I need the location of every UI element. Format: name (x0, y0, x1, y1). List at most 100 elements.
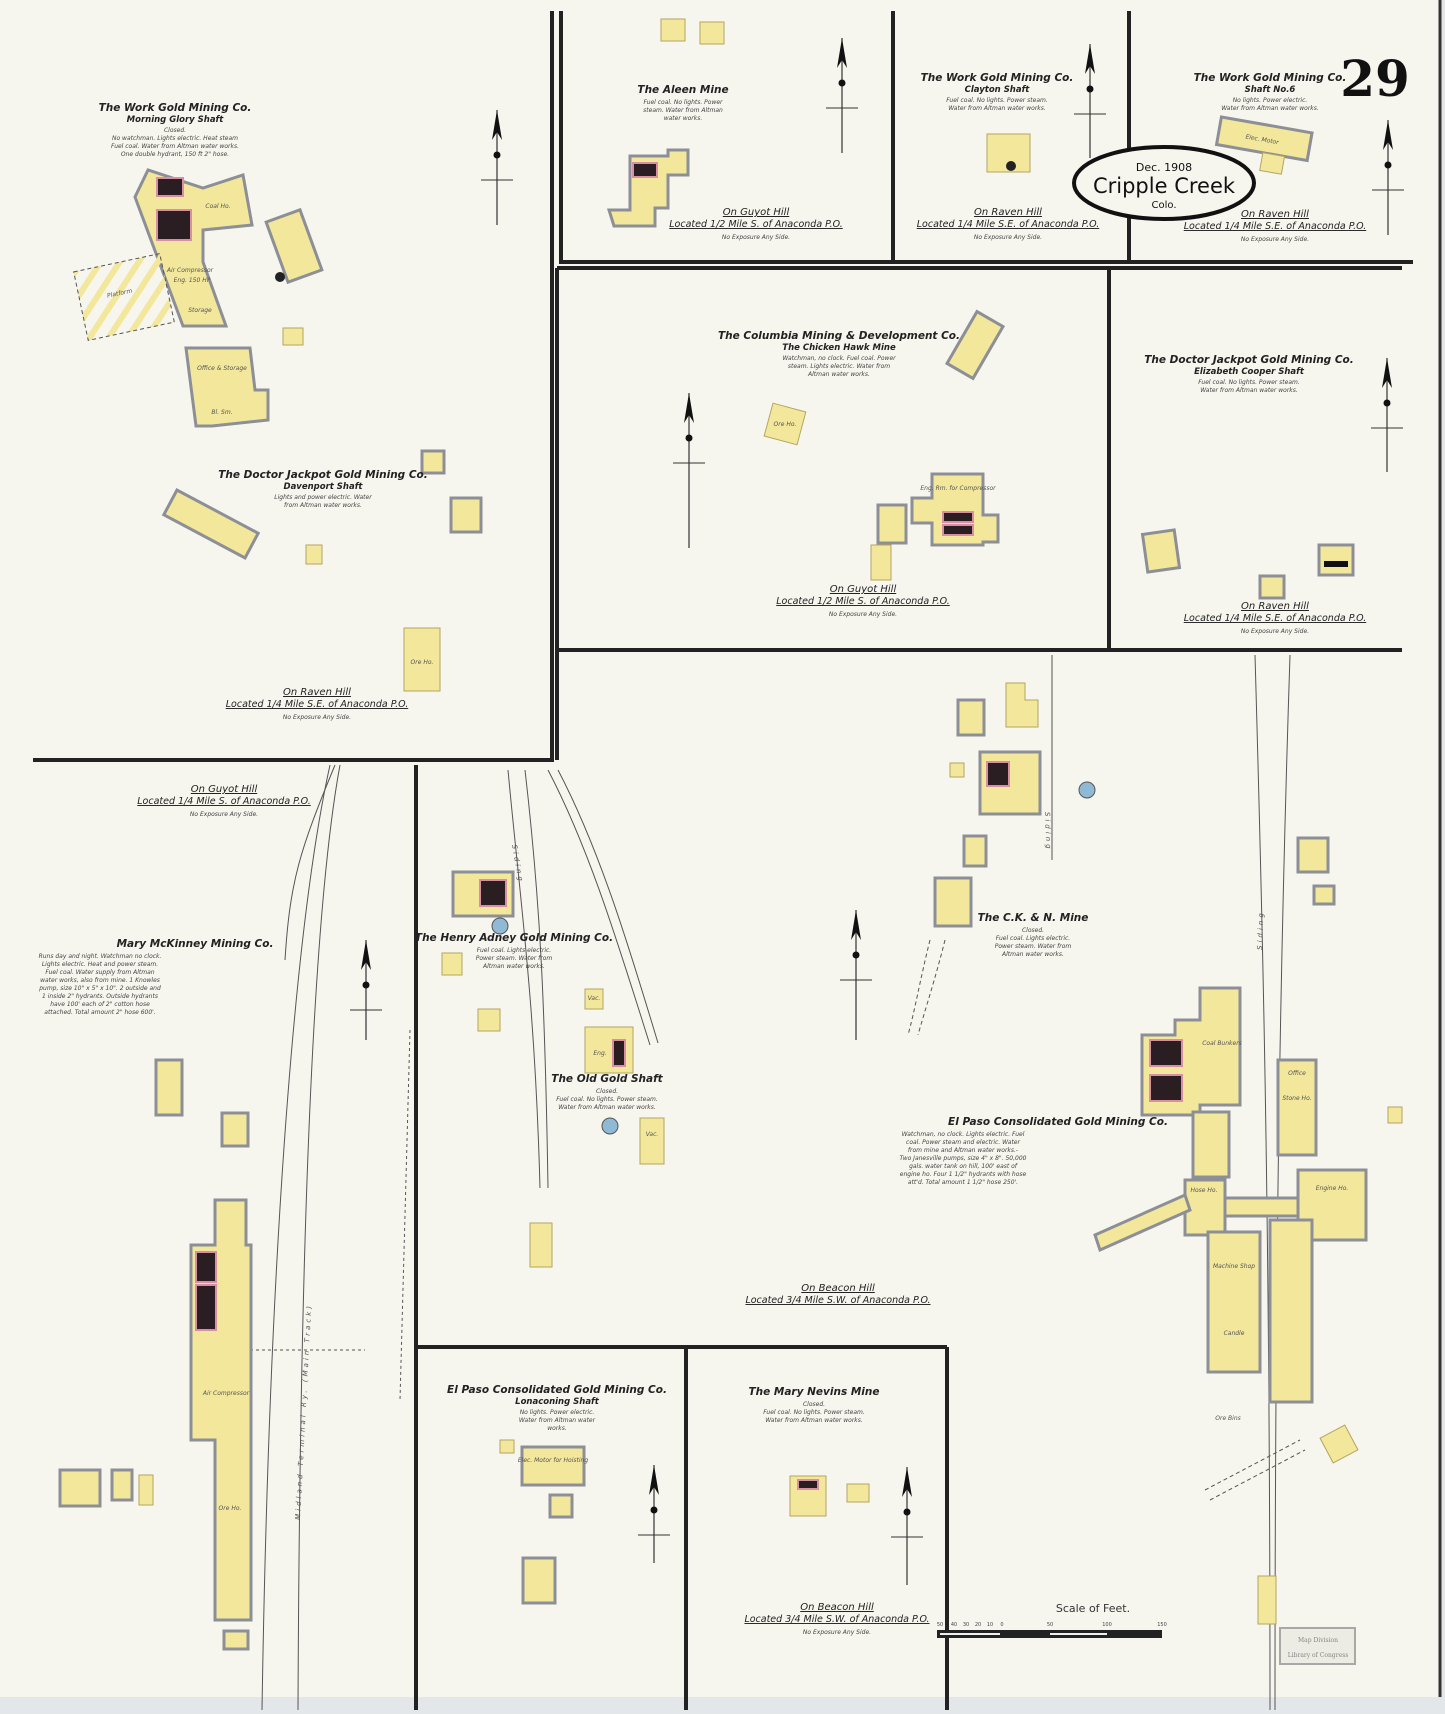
building-elec-motor (1214, 115, 1314, 163)
mine-note-line: Fuel coal. Lights electric. (996, 935, 1071, 942)
boiler (195, 1284, 217, 1331)
mine-status: Closed. (596, 1088, 618, 1095)
scale-tick-label: 50 (937, 1622, 943, 1628)
hill-name: On Raven Hill (283, 687, 351, 698)
stamp-line2: Library of Congress (1288, 1652, 1349, 1659)
label-ore-ho: Ore Ho. (411, 659, 434, 666)
buildings: Coal Ho. Air Compressor Eng. 150 HP Stor… (58, 18, 1403, 1651)
mine-note-line: steam. Lights electric. Water from (788, 363, 890, 370)
sheet-number: 29 (1340, 49, 1410, 108)
building-ore-ho-b (944, 309, 1006, 381)
mine-label-block: Mary McKinney Mining Co. Runs day and nig… (38, 784, 311, 1016)
label-eng: Eng. 150 HP (174, 277, 211, 284)
scale-title: Scale of Feet. (1056, 1602, 1130, 1615)
building-small (305, 544, 323, 565)
mine-note-line: steam. Water from Altman (643, 107, 723, 114)
mine-note-line: Fuel coal. No lights. Power (643, 99, 723, 106)
building-ore-ho-c (477, 1008, 501, 1032)
exposure: No Exposure Any Side. (1241, 236, 1309, 243)
hydrant (1006, 161, 1016, 171)
north-arrow-icon (840, 910, 872, 1040)
building-g (110, 1468, 134, 1502)
boiler (479, 879, 507, 907)
scale-tick-label: 100 (1102, 1622, 1112, 1628)
mine-label-block: The Columbia Mining & Development Co.The… (718, 330, 960, 618)
mine-note-line: attached. Total amount 2" hose 600'. (44, 1009, 156, 1016)
hill-name: On Guyot Hill (830, 584, 897, 595)
boiler (797, 1479, 819, 1490)
north-arrow-icon (826, 38, 858, 153)
location: Located 1/4 Mile S.E. of Anaconda P.O. (917, 219, 1100, 230)
rail-label-siding: Siding (1043, 812, 1052, 852)
boiler (1324, 561, 1348, 567)
mine-label-block: The Henry Adney Gold Mining Co.Fuel coal… (415, 932, 613, 970)
shaft-name: Shaft No.6 (1245, 85, 1296, 95)
mine-note-line: Fuel coal. Water supply from Altman (45, 969, 154, 976)
label-coal-ho: Coal Ho. (205, 203, 230, 210)
exposure: No Exposure Any Side. (190, 811, 258, 818)
mine-note-line: Lights and power electric. Water (274, 494, 372, 501)
boiler (612, 1039, 626, 1067)
building-ore-ho-d (161, 488, 261, 560)
mine-note-line: have 100' each of 2" cotton hose (50, 1001, 150, 1008)
boiler (942, 524, 974, 536)
building-ore-ho-b (699, 21, 725, 45)
exposure: No Exposure Any Side. (803, 1629, 871, 1636)
building-small (499, 1439, 515, 1454)
boiler (632, 162, 658, 178)
water-tank (601, 1117, 619, 1135)
scale-tick-label: 150 (1157, 1622, 1167, 1628)
location: Located 1/4 Mile S.E. of Anaconda P.O. (1184, 613, 1367, 624)
building-ore-ho (1140, 528, 1182, 574)
mine-note-line: Watchman, no clock. Lights electric. Fue… (902, 1131, 1025, 1138)
shaft-name: Davenport Shaft (284, 482, 364, 492)
mine-status: Closed. (164, 127, 186, 134)
building-bl-sm (1191, 1110, 1231, 1179)
panel-borders (33, 11, 1413, 1710)
mine-note-line: from Altman water works. (284, 502, 362, 509)
location: Located 1/4 Mile S.E. of Anaconda P.O. (226, 699, 409, 710)
north-arrow-icon (891, 1467, 923, 1585)
label-ore-ho: Ore Ho. (219, 1505, 242, 1512)
mine-note-line: Fuel coal. No lights. Power steam. (556, 1096, 658, 1103)
building-small (282, 327, 304, 346)
stamp-line1: Map Division (1298, 1637, 1338, 1644)
hill-name: On Guyot Hill (191, 784, 258, 795)
location: Located 3/4 Mile S.W. of Anaconda P.O. (745, 1295, 930, 1306)
company-name: The Doctor Jackpot Gold Mining Co. (1144, 354, 1354, 366)
label-bl-sm: Bl. Sm. (211, 409, 232, 416)
north-arrow-icon (1074, 44, 1106, 158)
building-ore-ho-g (403, 627, 441, 692)
mine-note-line: coal. Power steam and electric. Water (906, 1139, 1020, 1146)
building-small (1259, 152, 1286, 175)
mine-note-line: No lights. Power electric. (520, 1409, 595, 1416)
shaft-name: Elizabeth Cooper Shaft (1194, 367, 1305, 377)
platform (73, 253, 175, 341)
building-e (222, 1629, 250, 1651)
building-ore-ho-a (660, 18, 686, 42)
label-ore-bins: Ore Bins (1215, 1415, 1241, 1422)
building-f (449, 496, 483, 534)
north-arrow-icon (673, 393, 705, 548)
company-name: Mary McKinney Mining Co. (117, 938, 274, 950)
company-name: The Henry Adney Gold Mining Co. (415, 932, 613, 944)
hydrant (275, 272, 285, 282)
mine-note-line: Runs day and night. Watchman no clock. (39, 953, 162, 960)
building-vac-h (956, 698, 986, 737)
company-name: The Aleen Mine (637, 84, 728, 96)
mine-label-block: The Doctor Jackpot Gold Mining Co.Elizab… (1144, 354, 1366, 635)
building-small (949, 762, 965, 778)
building-chicken-hawk-engine (910, 472, 1000, 547)
scale-tick-label: 20 (975, 1622, 981, 1628)
company-name: The Columbia Mining & Development Co. (718, 330, 960, 342)
building-office (220, 1111, 250, 1148)
mine-note-line: from mine and Altman water works.- (908, 1147, 1018, 1154)
hill-name: On Guyot Hill (723, 207, 790, 218)
building-small (846, 1483, 870, 1503)
water-tank (1078, 781, 1096, 799)
mine-label-block: The Work Gold Mining Co.Shaft No.6No lig… (1184, 72, 1367, 243)
mine-note-line: Water from Altman water works. (1221, 105, 1319, 112)
